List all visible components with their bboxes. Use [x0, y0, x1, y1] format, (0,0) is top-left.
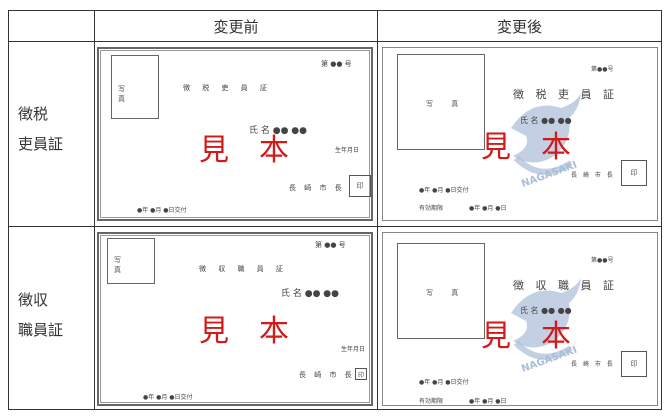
photo-box: 写 真 — [107, 238, 155, 284]
seal-box: 印 — [621, 351, 647, 377]
comparison-table: 変更前 変更後 徴税 吏員証 徴収 職員証 写 真 第 ●● 号 徴 税 吏 員… — [8, 10, 662, 410]
photo-box: 写 真 — [111, 55, 159, 119]
sample-stamp: 見 本 — [199, 133, 289, 168]
row-divider — [9, 226, 661, 227]
nagasaki-dove-watermark-icon: NAGASAKI — [511, 93, 581, 188]
mayor-label: 長 崎 市 長 — [571, 361, 615, 368]
nagasaki-dove-watermark-icon: NAGASAKI — [511, 278, 581, 373]
photo-box: 写 真 — [397, 54, 485, 150]
expiry-label: 有効期限 — [419, 205, 444, 212]
photo-box: 写 真 — [397, 243, 485, 339]
card-collection-after: NAGASAKI 写 真 第●●号 徴 収 職 員 証 氏 名 ●● ●● 見 … — [382, 232, 658, 406]
row-label-collection: 徴収 職員証 — [9, 285, 94, 345]
card-name: 氏 名 ●● ●● — [520, 116, 572, 125]
row-label-line1: 徴税 — [18, 105, 49, 123]
sample-stamp: 見 本 — [199, 314, 289, 349]
col-divider-2 — [377, 11, 378, 409]
header-before: 変更前 — [213, 18, 259, 36]
card-name: 氏 名 ●● ●● — [520, 306, 572, 315]
issue-date: ●年 ●月 ●日交付 — [419, 379, 469, 386]
card-title: 徴 収 職 員 証 — [513, 279, 618, 292]
card-number: 第 ●● 号 — [321, 60, 352, 68]
card-name: 氏 名 ●● ●● — [281, 289, 339, 299]
card-number: 第●●号 — [591, 257, 614, 264]
seal-box: 印 — [621, 160, 647, 186]
expiry-label: 有効期限 — [419, 398, 444, 405]
issue-date: ●年 ●月 ●日交付 — [143, 394, 193, 401]
mayor-label: 長 崎 市 長 — [571, 172, 615, 179]
birth-date: 生年月日 — [335, 147, 360, 154]
row-label-line2: 職員証 — [18, 321, 64, 339]
col-divider-1 — [94, 11, 95, 409]
issue-date: ●年 ●月 ●日交付 — [137, 207, 187, 214]
card-tax-after: NAGASAKI 写 真 第●●号 徴 税 吏 員 証 氏 名 ●● ●● 見 … — [382, 47, 658, 221]
expiry-date: ●年 ●月 ●日 — [469, 398, 507, 405]
card-title: 徴 収 職 員 証 — [199, 265, 288, 273]
birth-date: 生年月日 — [341, 346, 366, 353]
card-name: 氏 名 ●● ●● — [249, 126, 307, 136]
card-number: 第●●号 — [591, 66, 614, 73]
expiry-date: ●年 ●月 ●日 — [469, 205, 507, 212]
row-label-tax: 徴税 吏員証 — [9, 99, 94, 159]
card-title: 徴 税 吏 員 証 — [513, 88, 618, 101]
seal-box: 印 — [349, 175, 371, 197]
sample-stamp: 見 本 — [481, 319, 571, 354]
card-tax-before: 写 真 第 ●● 号 徴 税 吏 員 証 氏 名 ●● ●● 見 本 生年月日 … — [97, 47, 373, 221]
card-collection-before: 写 真 第 ●● 号 徴 収 職 員 証 氏 名 ●● ●● 見 本 生年月日 … — [97, 232, 373, 406]
issue-date: ●年 ●月 ●日交付 — [419, 187, 469, 194]
mayor-label: 長 崎 市 長 — [289, 184, 345, 192]
header-divider — [9, 41, 661, 42]
header-after: 変更後 — [496, 18, 542, 36]
sample-stamp: 見 本 — [481, 130, 571, 165]
mayor-label: 長 崎 市 長 — [299, 371, 355, 379]
row-label-line1: 徴収 — [18, 291, 49, 309]
card-number: 第 ●● 号 — [315, 241, 346, 249]
card-title: 徴 税 吏 員 証 — [183, 84, 272, 92]
seal-box: 印 — [355, 368, 367, 380]
row-label-line2: 吏員証 — [18, 135, 64, 153]
